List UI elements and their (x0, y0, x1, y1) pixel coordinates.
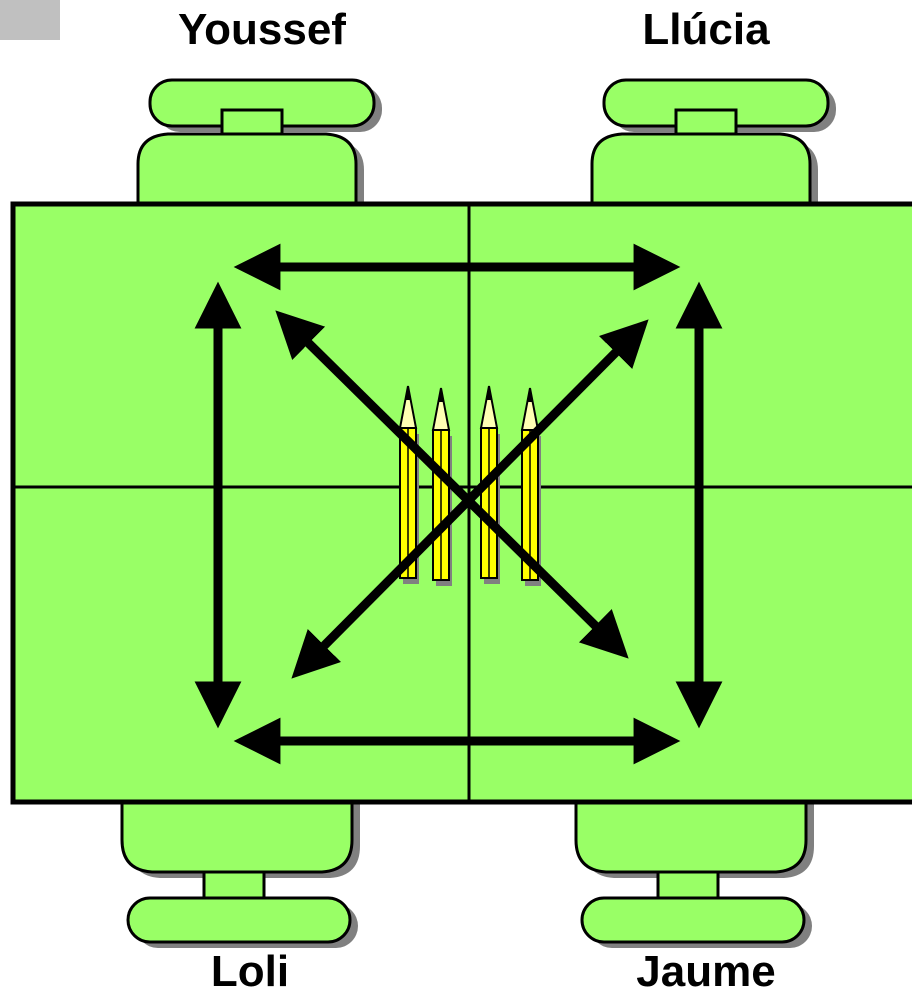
student-name-llucia: Llúcia (642, 5, 770, 54)
double-headed-arrow-icon-diagonal-b (291, 319, 649, 679)
chair-icon-bottom-left (120, 792, 360, 948)
corner-tab (0, 0, 60, 40)
chair-icon-top-left (136, 78, 382, 222)
student-name-youssef: Youssef (178, 5, 346, 54)
interaction-arrows (194, 243, 723, 765)
student-name-jaume: Jaume (636, 947, 776, 996)
student-name-loli: Loli (210, 947, 290, 996)
chair-icon-top-right (590, 78, 836, 222)
chair-icon-bottom-right (574, 792, 814, 948)
